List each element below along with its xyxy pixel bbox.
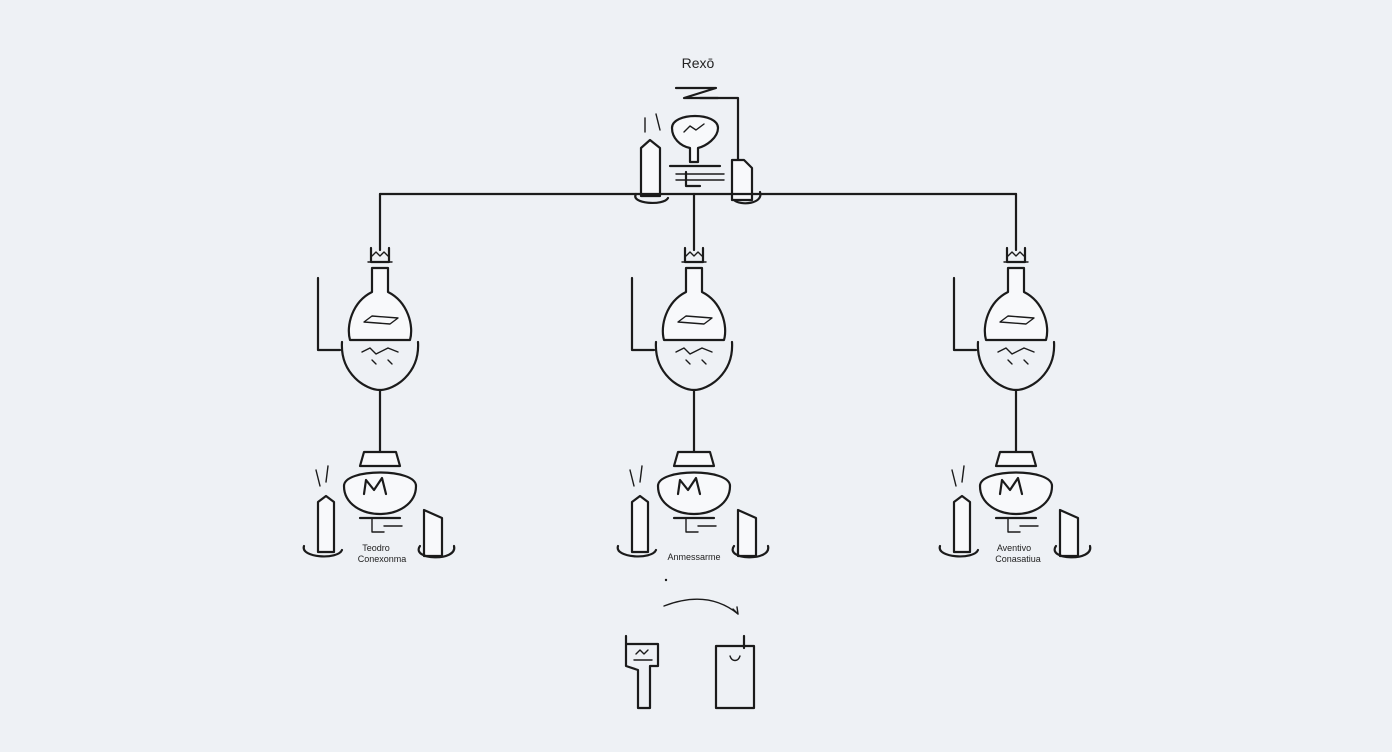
transfer-arc [663, 598, 739, 615]
branch-apparatus-left [316, 246, 420, 454]
branch-label-center-line2: Anmessarme [667, 552, 720, 562]
root-apparatus [634, 86, 762, 205]
branch-label-right-line2: Conasatiua [995, 554, 1041, 564]
branch-label-right-line1: Aventivo [997, 543, 1031, 553]
monitor-unit-left [302, 450, 456, 559]
branch-apparatus-right [952, 246, 1056, 454]
monitor-unit-right [938, 450, 1092, 559]
branch-label-left-line1: Teodro [362, 543, 390, 553]
root-label: Rexō [682, 55, 715, 71]
connector-lines [378, 192, 1018, 252]
right-vessel [714, 644, 756, 710]
monitor-unit-center [616, 450, 770, 559]
left-vessel [624, 634, 660, 710]
branch-label-left-line2: Conexonma [358, 554, 407, 564]
bottom-transfer-pair [624, 578, 756, 710]
branch-apparatus-center [630, 246, 734, 454]
